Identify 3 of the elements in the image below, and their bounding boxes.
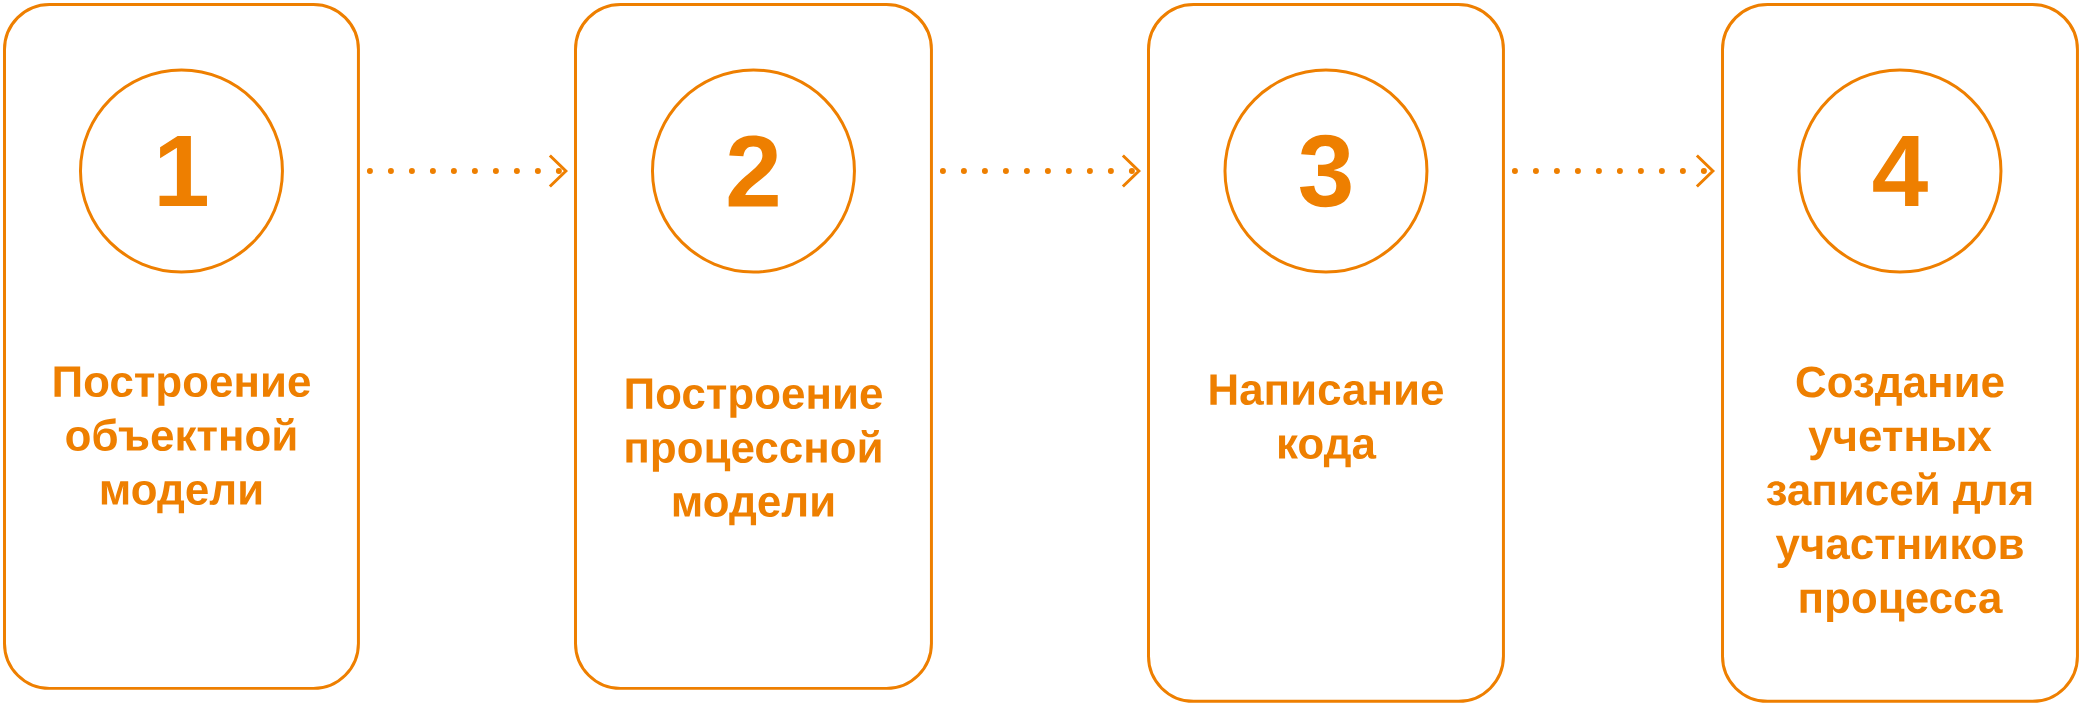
- dotted-arrow: [1511, 154, 1716, 188]
- dotted-arrow: [366, 154, 568, 188]
- dotted-arrow: [939, 154, 1141, 188]
